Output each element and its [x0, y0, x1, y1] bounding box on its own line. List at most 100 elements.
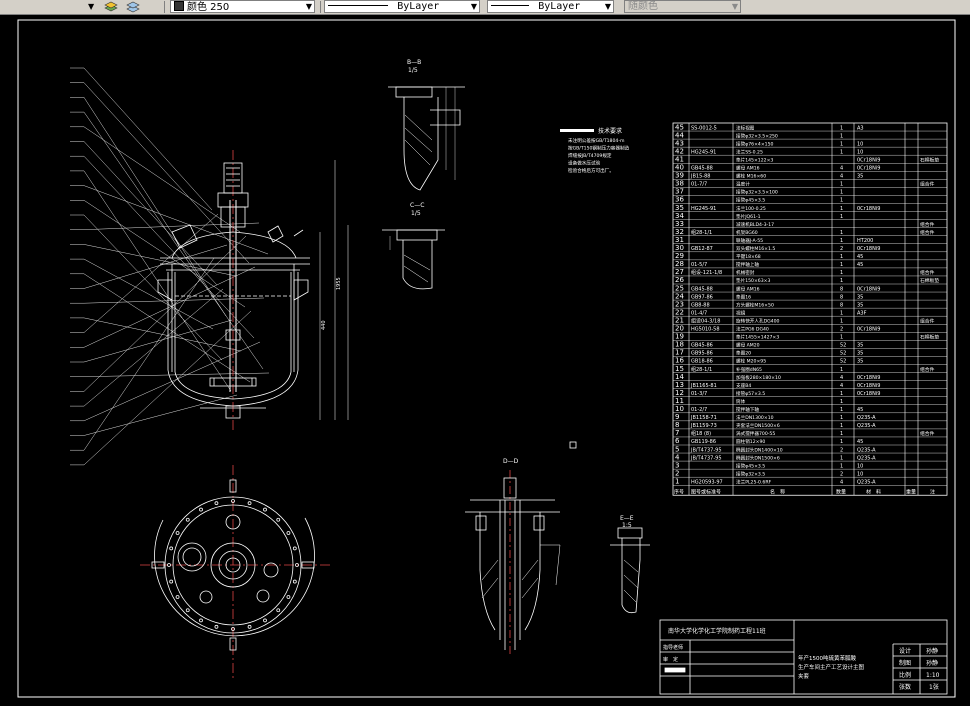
part-number: 6 — [675, 437, 680, 445]
plotstyle-select: 随颜色 ▼ — [624, 0, 741, 13]
leader-line — [83, 266, 256, 348]
part-name: 椭圆封头DN1400×10 — [736, 446, 783, 453]
part-material: 0Cr18Ni9 — [857, 286, 880, 292]
part-qty: 1 — [840, 431, 843, 437]
chevron-down-icon: ▼ — [305, 2, 312, 11]
tb-drafter-value: 孙静 — [926, 659, 938, 667]
section-dd-title: D—D — [503, 458, 519, 465]
part-qty: 2 — [840, 246, 843, 252]
bolt-hole — [286, 595, 291, 599]
part-material: 0Cr18Ni9 — [857, 206, 880, 212]
part-qty: 1 — [840, 407, 843, 413]
part-material: Q235-A — [857, 415, 876, 421]
part-standard: GB45-88 — [691, 286, 713, 292]
drawing-canvas[interactable]: 1955 440 B—B 1/5 — [0, 15, 970, 706]
bolt-hole — [169, 546, 174, 551]
toolbar-separator — [320, 1, 321, 13]
color-swatch — [174, 1, 184, 11]
part-qty: 8 — [840, 294, 843, 300]
part-material: 0Cr18Ni9 — [857, 383, 880, 389]
part-remark: 组合件 — [920, 221, 935, 228]
part-qty: 1 — [840, 423, 843, 429]
part-name: 联轴器J-A-55 — [736, 237, 763, 244]
part-qty: 1 — [840, 133, 843, 139]
flange-circle — [164, 496, 302, 634]
part-name: 椭圆封头DN1500×6 — [736, 454, 780, 461]
part-name: 螺母 AM20 — [736, 342, 760, 349]
part-name: 螺栓 M20×95 — [736, 358, 766, 365]
part-name: 补强圈dN65 — [736, 366, 762, 373]
part-qty: 1 — [840, 318, 843, 324]
part-number: 28 — [675, 260, 684, 268]
drawing-border — [17, 19, 956, 698]
part-material: Q235-A — [857, 447, 876, 453]
part-remark: 组合件 — [920, 229, 935, 236]
bolt-hole — [247, 501, 252, 506]
part-number: 18 — [675, 341, 684, 349]
part-material: 10 — [857, 149, 863, 155]
part-name: 夹套法兰DN1500×6 — [736, 422, 780, 429]
part-number: 10 — [675, 405, 684, 413]
part-qty: 2 — [840, 447, 843, 453]
properties-toolbar: ▼ 颜色 250 ▼ ByLayer ▼ ByLayer ▼ 随颜色 ▼ — [0, 0, 970, 15]
part-number: 1 — [675, 477, 679, 485]
part-number: 12 — [675, 389, 684, 397]
part-name: 搅拌轴上轴 — [736, 261, 759, 268]
layer-states-icon[interactable] — [104, 0, 118, 14]
part-number: 22 — [675, 308, 684, 316]
project-line-1: 年产1500吨硫黄苯胍酸 — [798, 654, 856, 662]
part-name: 法兰PL25-0.6RF — [736, 478, 772, 485]
part-name: 垫片145×122×3 — [736, 156, 773, 163]
part-standard: HG245-91 — [691, 149, 716, 155]
part-name: 法兰100-0.25 — [736, 205, 766, 212]
part-material: 45 — [857, 407, 863, 413]
section-cc — [382, 229, 445, 290]
section-dd — [465, 470, 561, 655]
part-qty: 4 — [840, 383, 843, 389]
part-number: 11 — [675, 397, 684, 405]
bolt-hole — [199, 618, 203, 623]
toolbar-dropdown-arrow[interactable]: ▼ — [88, 2, 95, 11]
lineweight-select[interactable]: ByLayer ▼ — [487, 0, 614, 13]
part-name: 垫片150×63×3 — [736, 277, 770, 284]
part-name: 垫片1455×1427×3 — [736, 334, 779, 341]
nozzle-circle — [225, 514, 241, 530]
school-name: 南华大学化学化工学院制药工程11班 — [668, 627, 766, 635]
part-name: 接管φ32×3.5×250 — [736, 132, 778, 139]
part-standard: HG20593-97 — [691, 479, 723, 485]
bolt-hole — [175, 595, 180, 599]
part-name: 涡式搅拌器700-55 — [736, 430, 775, 437]
part-number: 39 — [675, 172, 684, 180]
part-qty: 1 — [840, 262, 843, 268]
part-qty: 1 — [840, 463, 843, 469]
part-name: 螺栓 M16×60 — [736, 173, 766, 180]
layer-previous-icon[interactable] — [126, 0, 140, 14]
leader-line — [83, 126, 241, 233]
part-material: 10 — [857, 463, 863, 469]
part-name: 接管φ45×3.5 — [736, 197, 765, 204]
part-remark: 组合件 — [920, 269, 935, 276]
part-name: 垫圈20 — [736, 350, 751, 357]
part-standard: HG245-91 — [691, 206, 716, 212]
flange-bolt-holes — [167, 499, 299, 631]
tech-req-line: 检验合格后方可出厂。 — [568, 167, 614, 174]
bolt-hole — [292, 546, 297, 551]
part-material: 45 — [857, 262, 863, 268]
color-select[interactable]: 颜色 250 ▼ — [170, 0, 315, 13]
part-number: 21 — [675, 316, 684, 324]
nozzle-circle — [263, 562, 279, 578]
part-qty: 1 — [840, 190, 843, 196]
color-value: 颜色 250 — [187, 2, 230, 13]
part-remark: 石棉板垫 — [920, 277, 939, 284]
sight-glass — [267, 225, 284, 243]
part-number: 29 — [675, 252, 684, 260]
nozzle-circle — [199, 590, 213, 604]
part-qty: 1 — [840, 270, 843, 276]
leader-line — [83, 214, 223, 361]
tb-scale-value: 1:10 — [926, 672, 940, 679]
part-standard: 组设04-3/18 — [691, 317, 720, 324]
part-standard: SS-0012-5 — [691, 125, 717, 131]
linetype-select[interactable]: ByLayer ▼ — [324, 0, 480, 13]
bolt-hole — [169, 579, 174, 584]
